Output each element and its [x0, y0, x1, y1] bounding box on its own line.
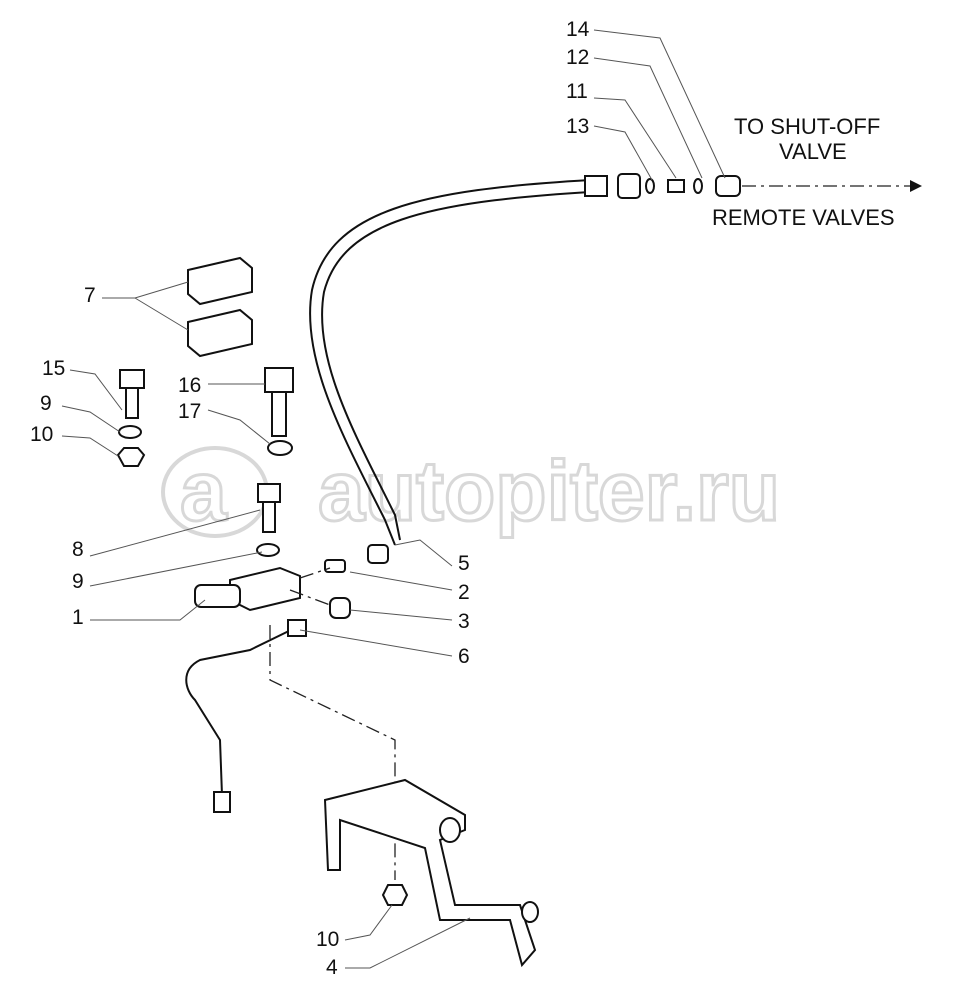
- washer-17: [267, 440, 293, 456]
- bracket-4: [323, 778, 539, 968]
- callout-14: 14: [566, 18, 590, 41]
- note-to-shutoff: TO SHUT-OFF: [734, 114, 880, 139]
- svg-text:autopiter.ru: autopiter.ru: [318, 444, 780, 538]
- svg-text:a: a: [180, 444, 228, 538]
- nut-10b: [381, 884, 409, 906]
- callout-11: 11: [566, 80, 588, 103]
- bolt-15: [119, 369, 145, 419]
- valve-block: [194, 566, 301, 612]
- pipe-nut: [287, 619, 307, 637]
- callout-4: 4: [326, 956, 338, 979]
- callout-7: 7: [84, 284, 96, 307]
- assembly-line-3: [299, 567, 331, 579]
- callout-12: 12: [566, 46, 589, 69]
- arrow-head-icon: [910, 180, 922, 192]
- assembly-line-2: [289, 589, 331, 606]
- callout-17: 17: [178, 400, 201, 423]
- note-valve: VALVE: [779, 139, 847, 164]
- callout-16: 16: [178, 374, 201, 397]
- callout-1: 1: [72, 606, 84, 629]
- pipe-end: [213, 791, 231, 813]
- callout-8: 8: [72, 538, 84, 561]
- callout-13: 13: [566, 115, 589, 138]
- callout-2: 2: [458, 581, 470, 604]
- nut-10: [116, 447, 146, 467]
- callout-9: 9: [40, 392, 52, 415]
- washer-9b: [256, 543, 280, 557]
- note-remote-valves: REMOTE VALVES: [712, 205, 895, 230]
- callout-10b: 10: [316, 928, 339, 951]
- bolt-8: [257, 483, 281, 533]
- callout-3: 3: [458, 610, 470, 633]
- callout-10: 10: [30, 423, 53, 446]
- fittings: [324, 544, 389, 619]
- clamp-halves: [187, 256, 253, 358]
- bolt-16: [264, 367, 294, 437]
- washer-9: [118, 425, 142, 439]
- callout-5: 5: [458, 552, 470, 575]
- watermark: a autopiter.ru: [161, 443, 782, 540]
- callout-6: 6: [458, 645, 470, 668]
- pipe-6: [185, 627, 296, 796]
- callout-9b: 9: [72, 570, 84, 593]
- callout-15: 15: [42, 357, 65, 380]
- hydraulic-hose: [309, 173, 741, 546]
- leader-lines: [61, 29, 726, 969]
